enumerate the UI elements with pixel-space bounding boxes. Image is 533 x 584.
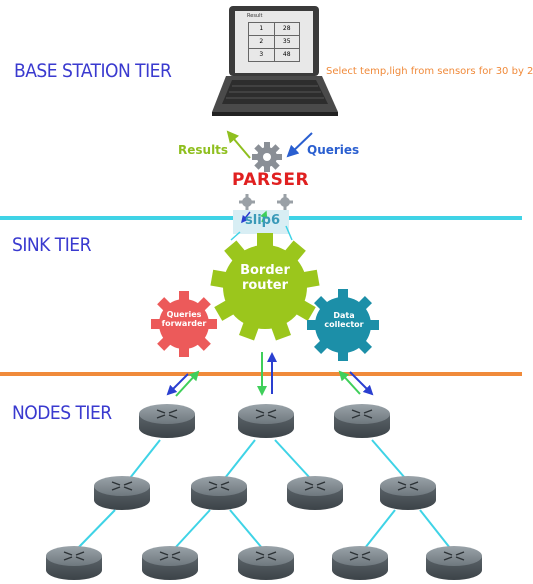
- results-arrow: [226, 130, 251, 159]
- table-cell: 48: [282, 51, 291, 58]
- sink-tier-label: SINK TIER: [12, 234, 91, 256]
- data-collector-label-line2: collector: [324, 320, 364, 330]
- table-row: 2 35: [248, 36, 300, 49]
- base-station-tier-label: BASE STATION TIER: [14, 60, 172, 82]
- nodes-tier-line: [0, 372, 522, 376]
- border-router-label-line1: Border: [240, 263, 290, 278]
- border-router-label: Border router: [225, 263, 305, 294]
- router-icon: [237, 403, 295, 439]
- router-icon: [45, 545, 103, 581]
- queries-label: Queries: [307, 143, 360, 157]
- small-gear-icon: [239, 194, 255, 210]
- table-cell: 1: [249, 23, 275, 35]
- data-collector-label: Data collector: [309, 311, 379, 329]
- table-cell: 35: [282, 38, 291, 45]
- query-text: Select temp,ligh from sensors for 30 by …: [326, 66, 533, 77]
- queries-forwarder-label: Queries forwarder: [154, 310, 214, 328]
- table-cell: 2: [249, 36, 275, 48]
- router-icon: [333, 403, 391, 439]
- router-icon: [141, 545, 199, 581]
- table-cell: 3: [249, 49, 275, 61]
- laptop-result-header: Result: [247, 13, 263, 19]
- border-router-label-line2: router: [241, 277, 289, 293]
- data-collector-label-line1: Data: [333, 311, 355, 320]
- down-arrow-left: [166, 373, 189, 396]
- network-links: [77, 439, 451, 549]
- queries-forwarder-label-line2: forwarder: [161, 319, 207, 329]
- parser-label: PARSER: [232, 170, 310, 190]
- parser-gear-icon: [252, 142, 282, 172]
- router-icon: [425, 545, 483, 581]
- slip6-label: slip6: [245, 213, 281, 228]
- router-icon: [237, 545, 295, 581]
- results-label: Results: [178, 143, 229, 157]
- small-gear-icon: [277, 194, 293, 210]
- router-icon: [138, 403, 196, 439]
- slip-link: [230, 231, 241, 241]
- router-icon: [93, 475, 151, 511]
- queries-forwarder-label-line1: Queries: [166, 310, 202, 319]
- nodes-tier-label: NODES TIER: [12, 402, 112, 424]
- router-icon: [190, 475, 248, 511]
- table-row: 1 28: [248, 22, 300, 36]
- laptop-result-table: 1 28 2 35 3 48: [248, 22, 300, 62]
- router-icon: [286, 475, 344, 511]
- table-cell: 28: [282, 25, 291, 32]
- router-icon: [331, 545, 389, 581]
- slip-link: [285, 225, 293, 241]
- router-icon: [379, 475, 437, 511]
- table-row: 3 48: [248, 49, 300, 62]
